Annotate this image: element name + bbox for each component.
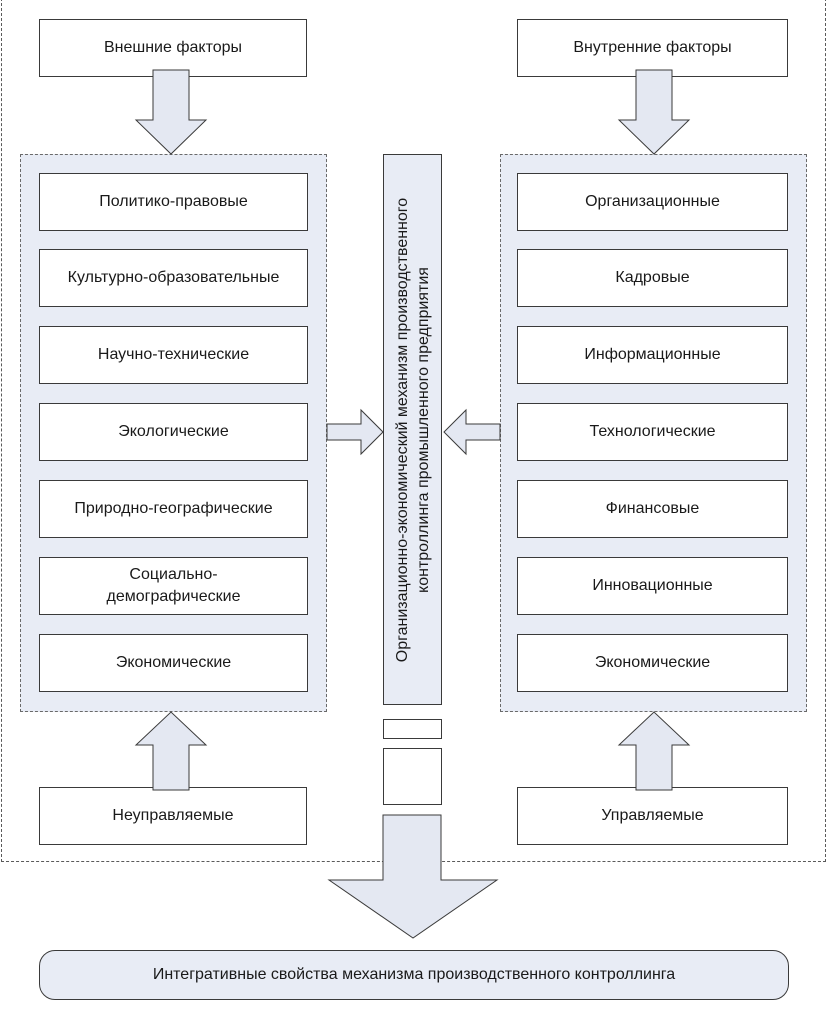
external-factor-item: Экологические: [39, 403, 308, 461]
external-factor-item: Научно-технические: [39, 326, 308, 384]
external-factor-item: Социально- демографические: [39, 557, 308, 615]
controlled-factors-box: Управляемые: [517, 787, 788, 845]
internal-factor-item: Информационные: [517, 326, 788, 384]
internal-factors-box: Внутренние факторы: [517, 19, 788, 77]
uncontrolled-factors-box: Неуправляемые: [39, 787, 307, 845]
internal-factor-item: Организационные: [517, 173, 788, 231]
mechanism-segment: [383, 748, 442, 805]
down-arrow-icon: [134, 69, 208, 155]
result-box: Интегративные свойства механизма произво…: [39, 950, 789, 1000]
up-arrow-icon: [134, 711, 208, 791]
external-factor-item: Природно-географические: [39, 480, 308, 538]
big-down-arrow-icon: [327, 814, 499, 939]
internal-factor-item: Экономические: [517, 634, 788, 692]
external-factor-item: Экономические: [39, 634, 308, 692]
right-arrow-icon: [326, 408, 384, 456]
internal-factor-item: Кадровые: [517, 249, 788, 307]
mechanism-segment: [383, 719, 442, 739]
left-arrow-icon: [443, 408, 501, 456]
internal-factor-item: Финансовые: [517, 480, 788, 538]
external-factors-box: Внешние факторы: [39, 19, 307, 77]
internal-factor-item: Технологические: [517, 403, 788, 461]
external-factor-item: Политико-правовые: [39, 173, 308, 231]
down-arrow-icon: [617, 69, 691, 155]
up-arrow-icon: [617, 711, 691, 791]
internal-factor-item: Инновационные: [517, 557, 788, 615]
external-factor-item: Культурно-образовательные: [39, 249, 308, 307]
mechanism-bar: Организационно-экономический механизм пр…: [383, 154, 442, 705]
